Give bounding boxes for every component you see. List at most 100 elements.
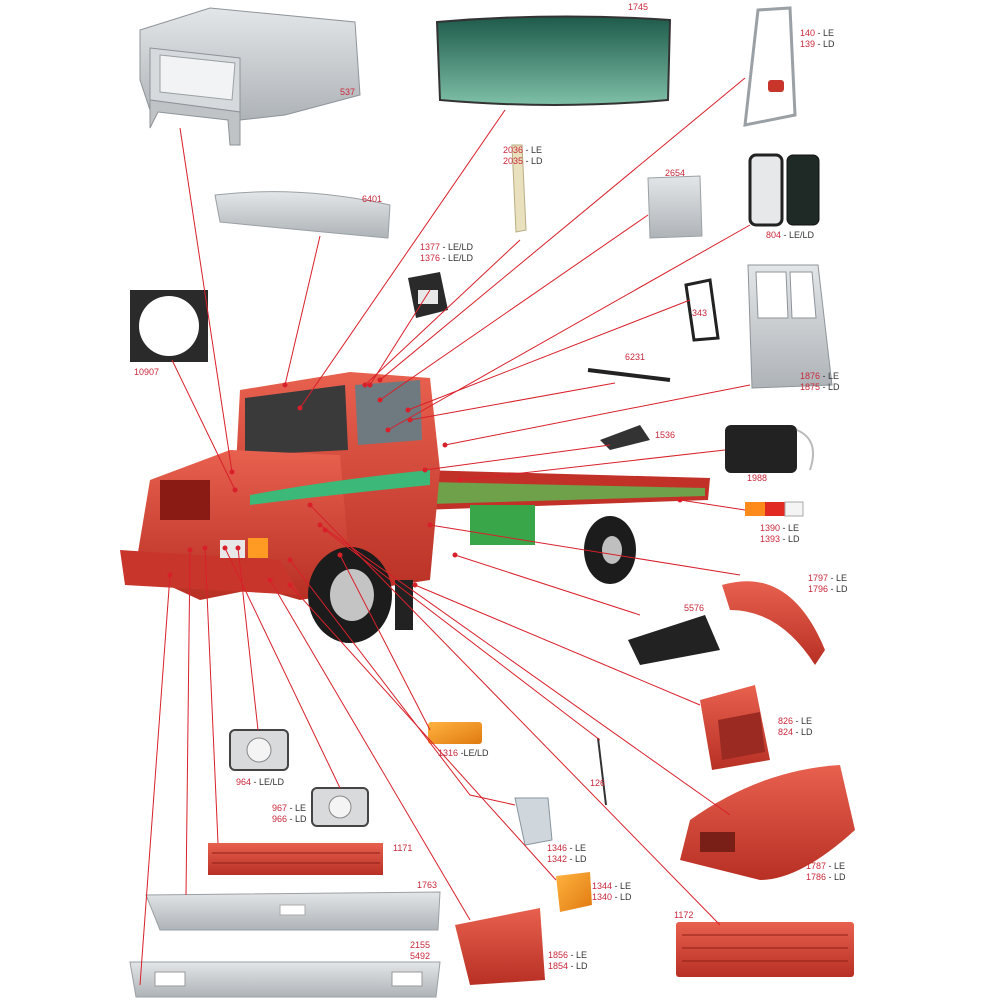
part-number: 2654 [665, 168, 686, 178]
leader-dot-1763 [187, 547, 193, 553]
part-label-line: 126 [590, 778, 605, 789]
part-label-line: 826 - LE [778, 716, 813, 727]
part-number: 1745 [628, 2, 649, 12]
part-number: 6231 [625, 352, 646, 362]
cab-roof-part [139, 7, 361, 146]
part-side-code: - LE [828, 573, 848, 583]
part-side-code: - LD [612, 892, 632, 902]
part-side-code: - LE/LD [440, 253, 474, 263]
part-number: 1342 [547, 854, 568, 864]
part-side-code: - LD [793, 727, 813, 737]
antenna-rod-part [597, 737, 607, 806]
leader-line-10907 [171, 359, 236, 491]
leader-dot-1988 [457, 477, 463, 483]
part-side-code: - LE [826, 861, 846, 871]
leader-dot-804 [385, 427, 391, 433]
part-label-line: 1390 - LE [760, 523, 800, 534]
grille-1172-part [676, 922, 854, 977]
leader-dot-1876 [442, 442, 448, 448]
wiper-part [587, 368, 671, 382]
leader-line-5576 [454, 554, 641, 616]
part-number: 1797 [808, 573, 829, 583]
part-label-line: 2654 [665, 168, 685, 179]
part-number: 2155 [410, 940, 431, 950]
part-number: 1393 [760, 534, 781, 544]
leader-dot-1536 [422, 467, 428, 473]
part-label-line: 6231 [625, 352, 645, 363]
part-label-1745: 1745 [628, 2, 648, 13]
leader-dot-826 [412, 582, 418, 588]
leader-line-1172 [309, 504, 721, 926]
leader-line-2155 [139, 574, 171, 986]
leader-line-1344 [289, 584, 557, 881]
part-side-code: - LD [780, 534, 800, 544]
leader-dot-1377 [367, 382, 373, 388]
leader-dot-126 [322, 527, 328, 533]
part-label-line: 10907 [134, 367, 159, 378]
part-label-line: 1763 [417, 880, 437, 891]
part-label-line: 1854 - LD [548, 961, 588, 972]
leader-dot-1390 [677, 497, 683, 503]
part-label-line: 1536 [655, 430, 675, 441]
part-number: 6401 [362, 194, 383, 204]
leader-line-1856 [269, 579, 471, 921]
leader-dot-6401 [282, 382, 288, 388]
part-number: 1787 [806, 861, 827, 871]
part-label-line: 1875 - LD [800, 382, 840, 393]
step-part [700, 685, 770, 770]
leader-line-1171 [204, 547, 219, 844]
part-number: 1988 [747, 473, 768, 483]
part-number: 139 [800, 39, 816, 49]
part-label-line: 140 - LE [800, 28, 835, 39]
part-number: 1172 [674, 910, 694, 920]
part-label-5576: 5576 [684, 603, 704, 614]
step-panel-part [455, 908, 545, 985]
part-number: 126 [590, 778, 606, 788]
leader-line-826 [414, 584, 701, 706]
part-number: 2035 [503, 156, 524, 166]
door-part [747, 264, 833, 389]
tail-light-part [745, 501, 804, 517]
part-label-line: 1172 [674, 910, 693, 921]
part-label-1171: 1171 [393, 843, 412, 854]
part-number: 1171 [393, 843, 413, 853]
part-side-code: - LE [612, 881, 632, 891]
part-label-line: 1376 - LE/LD [420, 253, 473, 264]
part-number: 1875 [800, 382, 821, 392]
part-label-1316: 1316 -LE/LD [438, 748, 489, 759]
part-number: 1536 [655, 430, 676, 440]
part-side-code: - LD [828, 584, 848, 594]
part-label-line: 2155 [410, 940, 430, 951]
part-label-line: 139 - LD [800, 39, 835, 50]
side-marker-part [428, 722, 482, 744]
part-side-code: - LE [780, 523, 800, 533]
windshield-part [435, 15, 672, 106]
part-side-code: - LD [567, 854, 587, 864]
part-label-2654: 2654 [665, 168, 685, 179]
leader-line-1346 [289, 559, 516, 806]
part-number: 1390 [760, 523, 781, 533]
part-label-line: 1797 - LE [808, 573, 848, 584]
part-label-1172: 1172 [674, 910, 693, 921]
leader-line-1390 [679, 499, 746, 511]
panel-part [647, 175, 703, 239]
part-side-code: - LE [815, 28, 835, 38]
leader-dot-1745 [297, 405, 303, 411]
fan-shroud-part [130, 290, 208, 362]
turn-signal-part [556, 872, 592, 912]
leader-dot-1316 [337, 552, 343, 558]
part-number: 5492 [410, 951, 431, 961]
leader-line-140 [379, 77, 746, 381]
part-side-code: - LD [523, 156, 543, 166]
reservoir-tank-part [725, 425, 814, 473]
leader-dot-1856 [267, 577, 273, 583]
leader-dot-1171 [202, 545, 208, 551]
part-label-line: 1856 - LE [548, 950, 588, 961]
front-fender-part [680, 765, 855, 880]
part-side-code: - LE/LD [781, 230, 815, 240]
part-side-code: - LE/LD [251, 777, 285, 787]
